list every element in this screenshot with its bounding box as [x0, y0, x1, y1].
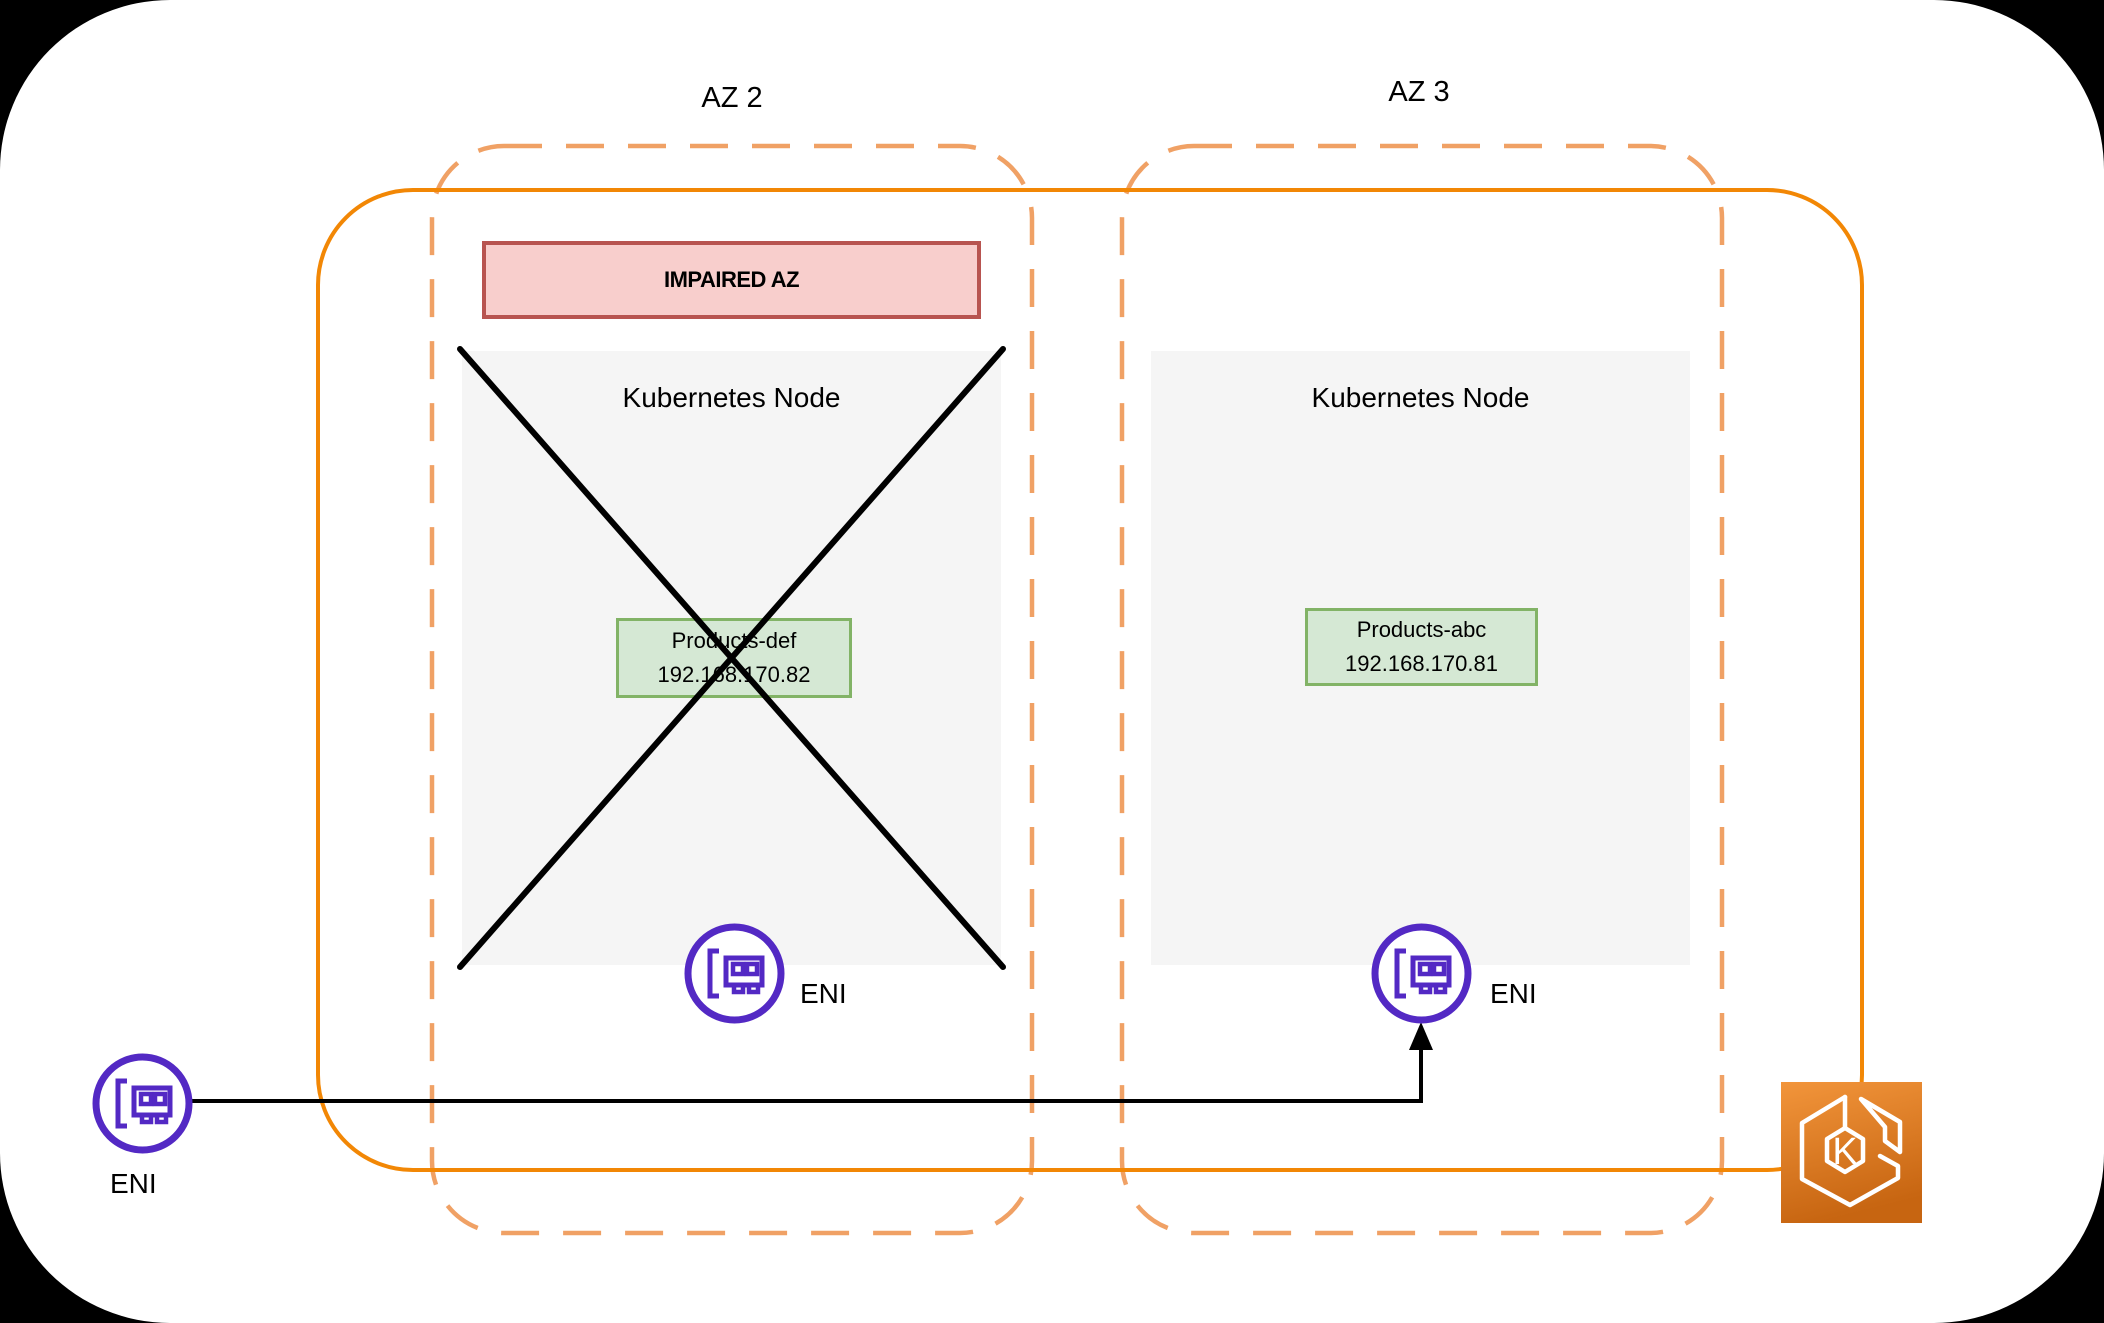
eni-label-az2: ENI — [800, 978, 847, 1009]
kubernetes-node-az2-title: Kubernetes Node — [622, 382, 841, 413]
impaired-az-banner-text: IMPAIRED AZ — [663, 267, 800, 292]
eni-icon — [92, 1053, 193, 1154]
pod-products-def-name: Products-def — [671, 628, 797, 653]
pod-products-abc-name: Products-abc — [1356, 617, 1487, 642]
eks-icon: K — [1781, 1082, 1922, 1223]
pod-products-abc: Products-abc 192.168.170.81 — [1305, 608, 1538, 686]
eni-icon — [1371, 923, 1472, 1024]
eni-label-external: ENI — [110, 1168, 157, 1199]
eni-label-az3: ENI — [1490, 978, 1537, 1009]
kubernetes-node-az3-title: Kubernetes Node — [1311, 382, 1530, 413]
eni-icon — [684, 923, 785, 1024]
eks-icon-letter: K — [1832, 1131, 1857, 1173]
impaired-az-banner: IMPAIRED AZ — [482, 241, 981, 319]
az2-label: AZ 2 — [701, 82, 763, 114]
pod-products-abc-ip: 192.168.170.81 — [1345, 651, 1498, 676]
az3-label: AZ 3 — [1388, 76, 1450, 108]
pod-products-def-ip: 192.168.170.82 — [657, 662, 811, 687]
pod-products-def: Products-def 192.168.170.82 — [616, 618, 852, 698]
